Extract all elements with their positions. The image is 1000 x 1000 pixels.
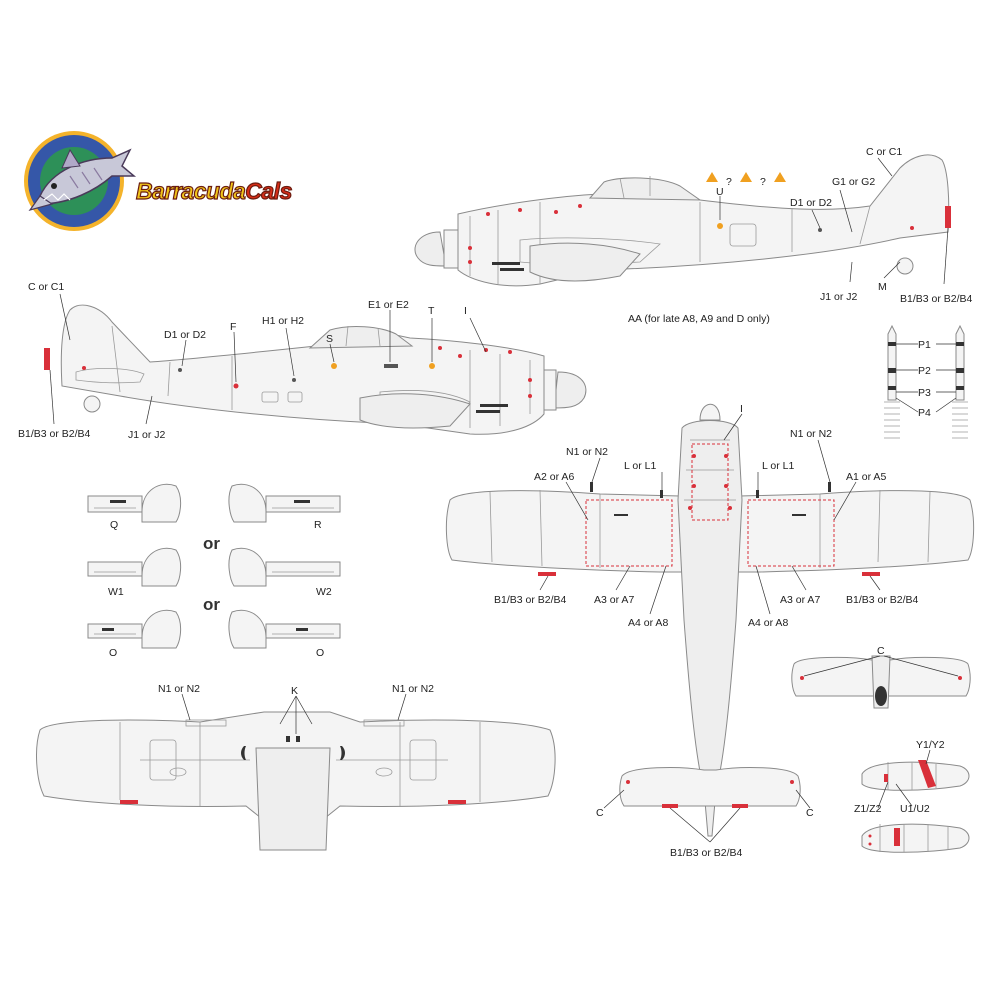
label-top-m: M bbox=[878, 281, 887, 293]
warning-triangle-icon bbox=[740, 172, 752, 182]
side-profile-bottom: C or C1 D1 or D2 F H1 or H2 S E1 or E2 T… bbox=[18, 281, 587, 441]
gear-door-w2 bbox=[228, 547, 341, 587]
label-bottom-s: S bbox=[326, 333, 333, 345]
label-topview-a4-left: A4 or A8 bbox=[628, 617, 668, 629]
label-bottom-d: D1 or D2 bbox=[164, 329, 206, 341]
label-topview-c-left: C bbox=[596, 807, 604, 819]
label-gear-r: R bbox=[314, 519, 322, 531]
label-top-u: U bbox=[716, 186, 724, 198]
barracuda-logo bbox=[24, 131, 137, 231]
label-topview-b-tail: B1/B3 or B2/B4 bbox=[670, 847, 743, 859]
label-bottom-i: I bbox=[464, 305, 467, 317]
label-top-c: C or C1 bbox=[866, 146, 902, 158]
svg-text:BarracudaCals: BarracudaCals bbox=[136, 178, 292, 204]
side-profile-top: C or C1 G1 or G2 D1 or D2 U ? ? J1 or J2… bbox=[414, 146, 973, 325]
gear-door-r bbox=[228, 483, 341, 523]
tailplane-detail: C bbox=[791, 645, 971, 709]
label-topview-n-left: N1 or N2 bbox=[566, 446, 608, 458]
top-view-planform: I N1 or N2 N1 or N2 L or L1 L or L1 A2 o… bbox=[445, 403, 975, 859]
label-topview-a2: A2 or A6 bbox=[534, 471, 574, 483]
label-tank-y: Y1/Y2 bbox=[916, 739, 945, 751]
prop-blade-left bbox=[884, 324, 900, 439]
label-bottom-t: T bbox=[428, 305, 435, 317]
label-top-aa: AA (for late A8, A9 and D only) bbox=[628, 313, 770, 325]
decal-u-dot bbox=[717, 223, 723, 229]
label-or-1: or bbox=[203, 534, 220, 553]
gear-door-w1 bbox=[87, 547, 182, 587]
gear-door-o-left bbox=[87, 609, 182, 649]
brand-name-part1: Barracuda bbox=[136, 178, 246, 204]
warning-triangle-icon bbox=[706, 172, 718, 182]
label-gear-q: Q bbox=[110, 519, 118, 531]
label-bottom-h: H1 or H2 bbox=[262, 315, 304, 327]
label-top-g: G1 or G2 bbox=[832, 176, 875, 188]
label-top-q2: ? bbox=[760, 176, 766, 188]
label-topview-a3-right: A3 or A7 bbox=[780, 594, 820, 606]
underside-view: N1 or N2 K N1 or N2 bbox=[36, 683, 556, 851]
label-gear-w2: W2 bbox=[316, 586, 332, 598]
label-top-q1: ? bbox=[726, 176, 732, 188]
gear-door-q bbox=[87, 483, 182, 523]
label-p3: P3 bbox=[918, 387, 931, 399]
label-topview-a4-right: A4 or A8 bbox=[748, 617, 788, 629]
label-top-d: D1 or D2 bbox=[790, 197, 832, 209]
label-tailplane-c: C bbox=[877, 645, 885, 657]
gear-door-o-right bbox=[228, 609, 341, 649]
label-tank-z: Z1/Z2 bbox=[854, 803, 882, 815]
label-bottom-e: E1 or E2 bbox=[368, 299, 409, 311]
top-view-fuselage bbox=[677, 420, 743, 837]
label-top-j: J1 or J2 bbox=[820, 291, 858, 303]
brand-name-part2: Cals bbox=[245, 178, 292, 204]
label-gear-o-right: O bbox=[316, 647, 324, 659]
label-p4: P4 bbox=[918, 407, 931, 419]
gear-door-options: Q R or W1 W2 or O O bbox=[87, 483, 341, 659]
label-gear-w1: W1 bbox=[108, 586, 124, 598]
label-topview-c-right: C bbox=[806, 807, 814, 819]
brand-wordmark: BarracudaCals bbox=[135, 177, 293, 204]
label-tank-u: U1/U2 bbox=[900, 803, 930, 815]
propeller-blades: P1 P2 P3 P4 bbox=[884, 324, 968, 439]
top-view-tailplane bbox=[619, 767, 801, 807]
decal-t-dot bbox=[429, 363, 435, 369]
label-bottom-f: F bbox=[230, 321, 236, 333]
label-topview-n-right: N1 or N2 bbox=[790, 428, 832, 440]
drop-tank-bottom bbox=[861, 823, 970, 853]
label-p1: P1 bbox=[918, 339, 931, 351]
label-under-n-right: N1 or N2 bbox=[392, 683, 434, 695]
label-topview-a1: A1 or A5 bbox=[846, 471, 886, 483]
label-bottom-c: C or C1 bbox=[28, 281, 64, 293]
drop-tanks: Y1/Y2 Z1/Z2 U1/U2 bbox=[854, 739, 970, 853]
drop-tank-top bbox=[861, 761, 970, 791]
label-bottom-b: B1/B3 or B2/B4 bbox=[18, 428, 91, 440]
label-under-k: K bbox=[291, 685, 298, 697]
label-p2: P2 bbox=[918, 365, 931, 377]
label-gear-o-left: O bbox=[109, 647, 117, 659]
prop-blade-right bbox=[952, 324, 968, 439]
label-under-n-left: N1 or N2 bbox=[158, 683, 200, 695]
label-or-2: or bbox=[203, 595, 220, 614]
label-topview-b-left: B1/B3 or B2/B4 bbox=[494, 594, 567, 606]
decal-s-dot bbox=[331, 363, 337, 369]
label-top-b: B1/B3 or B2/B4 bbox=[900, 293, 973, 305]
label-topview-a3-left: A3 or A7 bbox=[594, 594, 634, 606]
label-bottom-j: J1 or J2 bbox=[128, 429, 166, 441]
barracuda-fish-icon bbox=[28, 148, 137, 212]
warning-triangle-icon bbox=[774, 172, 786, 182]
label-topview-b-right: B1/B3 or B2/B4 bbox=[846, 594, 919, 606]
label-topview-l-right: L or L1 bbox=[762, 460, 794, 472]
label-topview-i: I bbox=[740, 403, 743, 415]
label-topview-l-left: L or L1 bbox=[624, 460, 656, 472]
